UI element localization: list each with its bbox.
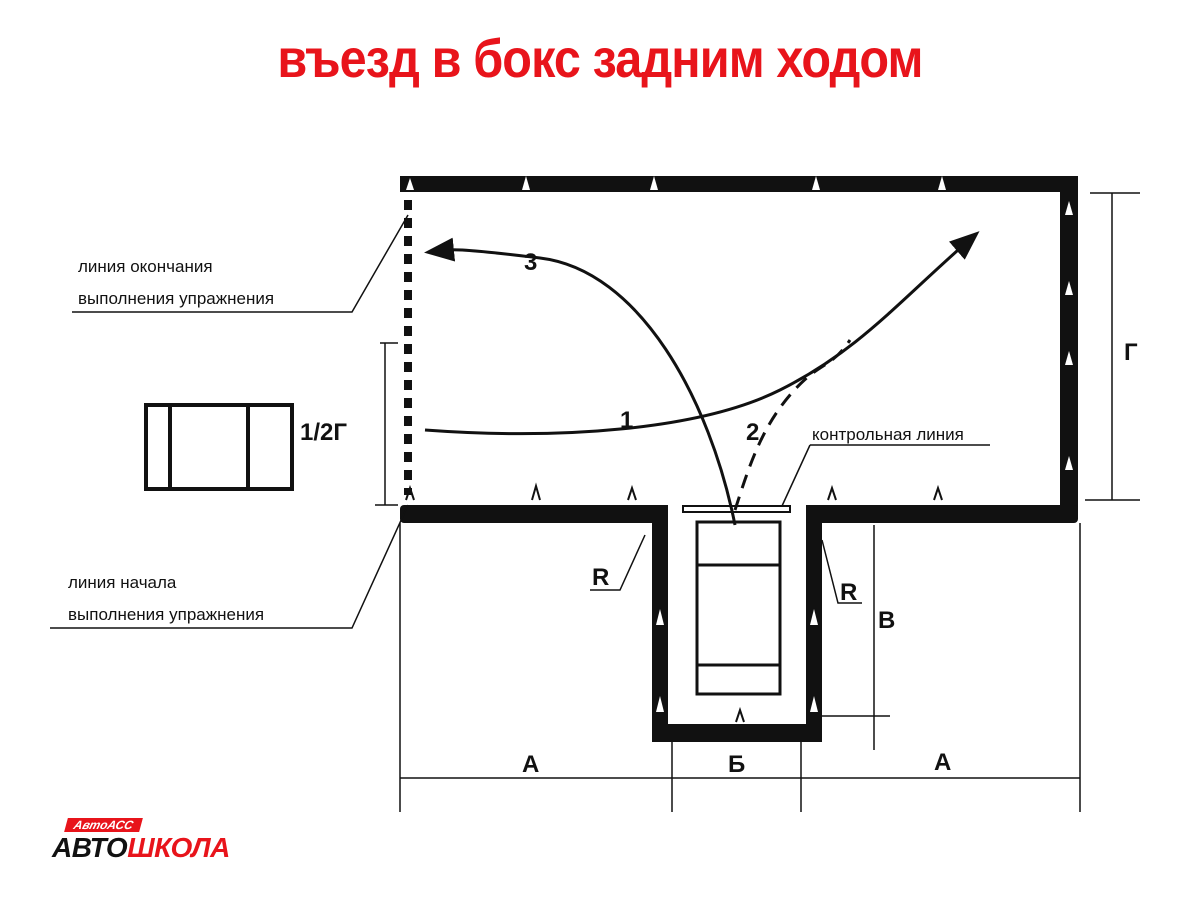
- leaders: [50, 214, 862, 629]
- cones: [406, 176, 1073, 712]
- path-3: [424, 237, 737, 526]
- page-title: въезд в бокс задним ходом: [277, 29, 923, 89]
- a-left-label: А: [522, 751, 539, 778]
- g-label: Г: [1124, 339, 1138, 366]
- logo-text-avto: АВТО: [52, 832, 128, 863]
- a-right-label: А: [934, 749, 951, 776]
- control-line-label: контрольная линия: [812, 425, 964, 444]
- end-line-label-1: линия окончания: [78, 257, 213, 276]
- logo-badge: АвтоАСС: [64, 818, 143, 832]
- path-1: [424, 231, 980, 436]
- radius-left-label: R: [592, 564, 609, 591]
- start-line-label-2: выполнения упражнения: [68, 605, 264, 624]
- course-walls: [400, 176, 1078, 742]
- box-car: [695, 520, 782, 696]
- v-label: В: [878, 607, 895, 634]
- radius-right-label: R: [840, 579, 857, 606]
- path-2: [733, 339, 852, 511]
- end-line-label-2: выполнения упражнения: [78, 289, 274, 308]
- start-line-label-1: линия начала: [68, 573, 177, 592]
- path-1-label: 1: [620, 407, 633, 434]
- half-g-label: 1/2Г: [300, 419, 347, 446]
- logo-text-shkola: ШКОЛА: [127, 832, 230, 863]
- start-car: [144, 403, 294, 491]
- dimension-lines: [375, 192, 1140, 812]
- logo: АВТОШКОЛА: [52, 832, 230, 864]
- path-2-label: 2: [746, 419, 759, 446]
- b-label: Б: [728, 751, 745, 778]
- path-3-label: 3: [524, 249, 537, 276]
